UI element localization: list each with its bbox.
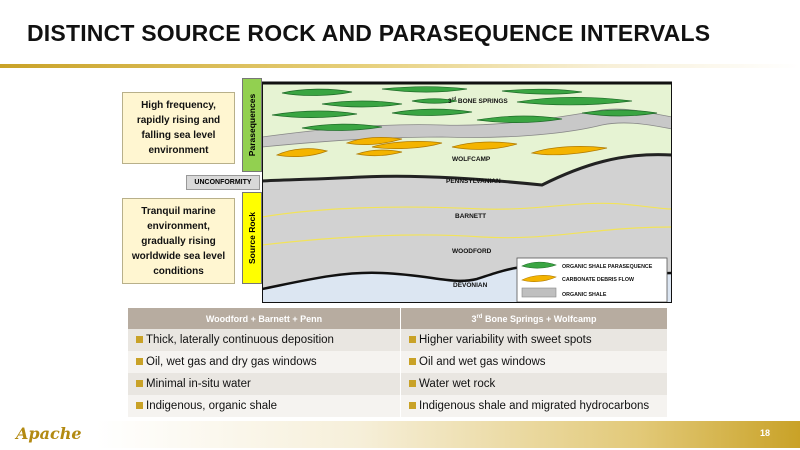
horizon-line-1 [262, 202, 672, 218]
cell-text: Thick, laterally continuous deposition [146, 334, 334, 346]
header-left: Woodford + Barnett + Penn [128, 308, 401, 329]
cell-text: Indigenous, organic shale [146, 400, 278, 412]
label-devonian: DEVONIAN [453, 282, 488, 289]
label-wolfcamp: WOLFCAMP [452, 156, 491, 163]
table-cell-left: Indigenous, organic shale [128, 395, 401, 417]
green-lens [501, 88, 583, 95]
diagram-frame [262, 82, 672, 303]
header-right-sup: rd [476, 313, 483, 320]
bone-springs-sup: rd [452, 96, 457, 101]
label-barnett: BARNETT [455, 213, 486, 220]
square-bullet-icon [136, 336, 143, 343]
footer-band [0, 421, 800, 448]
title-underline [0, 64, 800, 68]
square-bullet-icon [409, 380, 416, 387]
header-right-rest: Bone Springs + Wolfcamp [482, 313, 597, 324]
gray-shale-layer [262, 108, 672, 148]
horizon-line-2 [262, 226, 672, 246]
table-cell-left: Oil, wet gas and dry gas windows [128, 351, 401, 373]
bone-springs-num: 3 [448, 98, 452, 105]
square-bullet-icon [409, 358, 416, 365]
green-lenses [271, 86, 658, 131]
green-lens [411, 98, 458, 104]
table-cell-right: Water wet rock [400, 373, 668, 395]
label-woodford: WOODFORD [452, 248, 492, 255]
label-3rd-bone-springs: 3rd BONE SPRINGS [448, 96, 508, 105]
orange-lens [530, 146, 608, 156]
green-lens-icon [521, 261, 557, 269]
legend-label-2: ORGANIC SHALE [562, 292, 607, 298]
callout-upper: High frequency, rapidly rising and falli… [122, 92, 235, 164]
green-lens [476, 115, 563, 123]
source-rock-label: Source Rock [242, 192, 262, 284]
green-lens [391, 108, 473, 116]
unconformity-line [262, 153, 672, 187]
label-pennsylvanian: PENNSYLVANIAN [446, 178, 501, 185]
square-bullet-icon [136, 358, 143, 365]
square-bullet-icon [136, 402, 143, 409]
orange-lens [345, 137, 403, 145]
cell-text: Higher variability with sweet spots [419, 334, 592, 346]
orange-lens-icon [521, 275, 557, 282]
bone-springs-rest: BONE SPRINGS [456, 98, 508, 105]
page-title: DISTINCT SOURCE ROCK AND PARASEQUENCE IN… [27, 20, 711, 46]
square-bullet-icon [409, 336, 416, 343]
legend-label-0: ORGANIC SHALE PARASEQUENCE [562, 264, 653, 270]
cell-text: Oil and wet gas windows [419, 356, 546, 368]
cell-text: Minimal in-situ water [146, 378, 251, 390]
callout-upper-text: High frequency, rapidly rising and falli… [136, 100, 221, 156]
table-cell-right: Oil and wet gas windows [400, 351, 668, 373]
table-row: Indigenous, organic shale Indigenous sha… [128, 395, 668, 417]
green-lens [381, 86, 468, 93]
unconformity-label: UNCONFORMITY [186, 175, 260, 190]
green-lens [281, 88, 353, 96]
table-cell-left: Minimal in-situ water [128, 373, 401, 395]
page-number: 18 [759, 428, 770, 438]
table-cell-left: Thick, laterally continuous deposition [128, 329, 401, 351]
table-cell-right: Higher variability with sweet spots [400, 329, 668, 351]
green-lens [271, 110, 358, 118]
gray-block-icon [521, 287, 557, 298]
table-row: Oil, wet gas and dry gas windows Oil and… [128, 351, 668, 373]
parasequences-label: Parasequences [242, 78, 262, 172]
green-lens [516, 97, 633, 106]
parasequences-text: Parasequences [247, 93, 257, 157]
orange-lens [371, 141, 443, 149]
green-lens [321, 100, 403, 108]
square-bullet-icon [136, 380, 143, 387]
source-rock-text: Source Rock [247, 212, 257, 264]
cell-text: Indigenous shale and migrated hydrocarbo… [419, 400, 650, 412]
table-row: Thick, laterally continuous deposition H… [128, 329, 668, 351]
table-cell-right: Indigenous shale and migrated hydrocarbo… [400, 395, 668, 417]
green-lens [301, 123, 383, 131]
cell-text: Water wet rock [419, 378, 496, 390]
legend: ORGANIC SHALE PARASEQUENCE CARBONATE DEB… [516, 257, 668, 303]
comparison-table: Woodford + Barnett + Penn 3rd Bone Sprin… [128, 308, 668, 417]
orange-lens [275, 148, 329, 157]
callout-lower: Tranquil marine environment, gradually r… [122, 198, 235, 284]
orange-lens [451, 141, 518, 150]
apache-logo: Apache [16, 424, 82, 443]
header-right: 3rd Bone Springs + Wolfcamp [400, 308, 668, 329]
cell-text: Oil, wet gas and dry gas windows [146, 356, 317, 368]
header-right-num: 3 [471, 313, 477, 324]
orange-lens [355, 149, 403, 157]
legend-label-1: CARBONATE DEBRIS FLOW [562, 277, 634, 283]
stratigraphy-diagram: 3rd BONE SPRINGS WOLFCAMP PENNSYLVANIAN … [262, 77, 672, 303]
square-bullet-icon [409, 402, 416, 409]
table-row: Minimal in-situ water Water wet rock [128, 373, 668, 395]
orange-lenses [275, 137, 608, 157]
table-header-row: Woodford + Barnett + Penn 3rd Bone Sprin… [128, 308, 668, 329]
green-lens [581, 109, 658, 117]
callout-lower-text: Tranquil marine environment, gradually r… [131, 205, 226, 277]
unconformity-text: UNCONFORMITY [194, 179, 252, 186]
